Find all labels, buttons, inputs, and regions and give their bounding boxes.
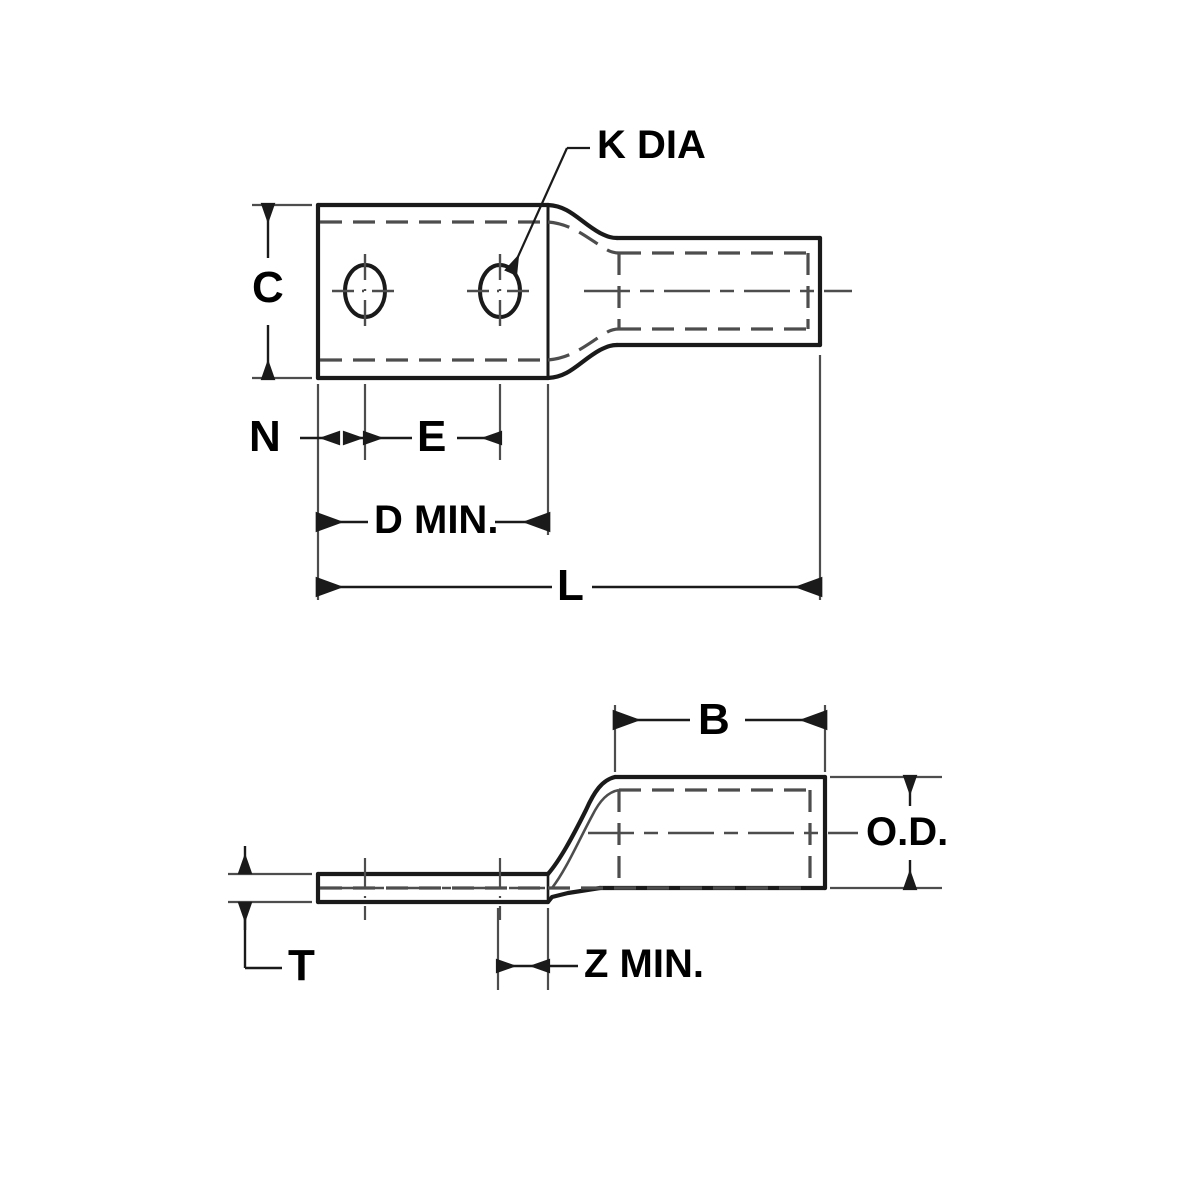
label-od: O.D. <box>866 810 949 854</box>
label-k-dia: K DIA <box>597 123 706 167</box>
lug-outline-side <box>315 774 828 905</box>
label-c: C <box>252 263 284 312</box>
mounting-hole-1 <box>332 254 398 328</box>
dimension-b <box>612 705 828 772</box>
label-e: E <box>417 412 447 461</box>
dimension-z-min <box>495 908 578 990</box>
side-view-group <box>228 705 942 990</box>
top-view-group <box>252 146 852 600</box>
mounting-hole-2 <box>467 254 533 328</box>
label-t: T <box>288 941 315 990</box>
label-n: N <box>249 412 281 461</box>
lug-outline-top <box>315 202 823 381</box>
label-l: L <box>557 561 584 610</box>
hidden-bore-lines-top <box>320 220 544 362</box>
dimension-t <box>228 846 312 970</box>
dimension-od <box>830 774 942 891</box>
k-dia-leader-line <box>504 146 590 277</box>
inner-taper-side <box>550 788 620 889</box>
label-z-min: Z MIN. <box>584 942 704 986</box>
extension-lines-top <box>316 355 822 600</box>
label-b: B <box>698 695 730 744</box>
label-d-min: D MIN. <box>374 498 499 542</box>
hole-axis-ticks-side <box>363 858 502 920</box>
dimension-c <box>252 202 312 381</box>
